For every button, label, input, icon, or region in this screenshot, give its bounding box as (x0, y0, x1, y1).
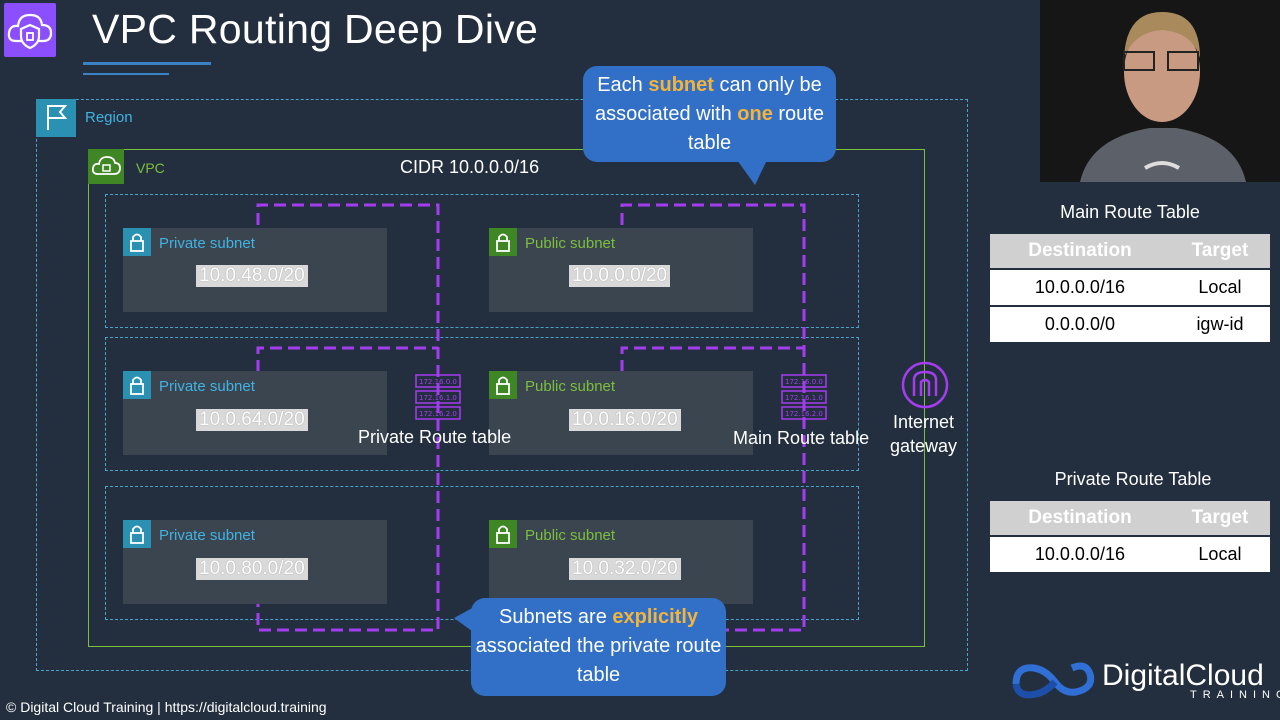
main-route-table-icon: 172.16.0.0 172.16.1.0 172.16.2.0 (781, 374, 827, 420)
table-cell: 10.0.0.0/16 (990, 268, 1170, 306)
presenter-video (1040, 0, 1280, 182)
page-title: VPC Routing Deep Dive (92, 6, 539, 52)
vpc-cloud-icon (88, 149, 124, 184)
column-header: Target (1169, 234, 1270, 269)
vpc-security-logo (4, 3, 56, 57)
subnet-label: Public subnet (525, 235, 616, 252)
table-header-row: Destination Target (990, 234, 1270, 269)
column-header: Destination (990, 501, 1170, 536)
subnet-cidr: 10.0.0.0/20 (569, 265, 671, 287)
route-entry: 172.16.0.0 (419, 378, 457, 386)
subnet-cidr: 10.0.32.0/20 (569, 558, 681, 580)
title-underline-short (83, 73, 169, 75)
table-row: 10.0.0.0/16 Local (990, 535, 1270, 572)
lock-icon (489, 228, 517, 256)
route-entry: 172.16.2.0 (785, 410, 823, 418)
lock-icon (123, 228, 151, 256)
main-route-table: Destination Target 10.0.0.0/16 Local 0.0… (990, 234, 1270, 342)
vpc-label: VPC (136, 160, 165, 176)
table-header-row: Destination Target (990, 501, 1270, 536)
subnet-cidr: 10.0.64.0/20 (196, 409, 308, 431)
subnet-label: Public subnet (525, 527, 616, 544)
subnet-label: Public subnet (525, 378, 616, 395)
route-entry: 172.16.2.0 (419, 410, 457, 418)
title-underline (83, 62, 211, 65)
table-cell: 10.0.0.0/16 (990, 535, 1170, 572)
subnet-label: Private subnet (159, 527, 255, 544)
private-route-table-icon: 172.16.0.0 172.16.1.0 172.16.2.0 (415, 374, 461, 420)
region-label: Region (85, 109, 133, 126)
private-route-path (256, 203, 440, 632)
route-entry: 172.16.1.0 (419, 394, 457, 402)
cloud-shield-icon (7, 13, 53, 50)
az-row-2 (105, 337, 859, 471)
callout-explicit-association: Subnets are explicitly associated the pr… (471, 598, 726, 696)
table-row: 0.0.0.0/0 igw-id (990, 305, 1270, 342)
table-cell: Local (1169, 535, 1270, 572)
main-route-table-title: Main Route Table (1060, 202, 1200, 222)
lock-icon (489, 371, 517, 399)
table-cell: Local (1169, 268, 1270, 306)
subnet-label: Private subnet (159, 378, 255, 395)
lock-icon (489, 520, 517, 548)
private-route-table: Destination Target 10.0.0.0/16 Local (990, 501, 1270, 572)
lock-icon (123, 371, 151, 399)
lock-icon (123, 520, 151, 548)
brand-subtitle: TRAINING (1190, 689, 1280, 701)
route-entry: 172.16.1.0 (785, 394, 823, 402)
route-entry: 172.16.0.0 (785, 378, 823, 386)
private-route-table-title: Private Route Table (1054, 469, 1212, 489)
igw-label-line1: Internet (893, 412, 955, 432)
main-route-branch (620, 346, 804, 372)
column-header: Destination (990, 234, 1170, 269)
subnet-cidr: 10.0.48.0/20 (196, 265, 308, 287)
subnet-cidr: 10.0.80.0/20 (196, 558, 308, 580)
column-header: Target (1169, 501, 1270, 536)
footer-credit: © Digital Cloud Training | https://digit… (6, 699, 327, 715)
table-row: 10.0.0.0/16 Local (990, 268, 1270, 306)
table-cell: igw-id (1169, 305, 1270, 342)
brand-name: DigitalCloud (1102, 659, 1264, 692)
digitalcloud-logo-icon (1012, 662, 1095, 699)
igw-label-line2: gateway (890, 436, 958, 456)
main-route-table-label: Main Route table (733, 428, 870, 448)
vpc-cidr: CIDR 10.0.0.0/16 (400, 157, 540, 177)
subnet-cidr: 10.0.16.0/20 (569, 409, 681, 431)
internet-gateway-icon (901, 361, 949, 409)
private-route-table-label: Private Route table (358, 427, 512, 447)
subnet-label: Private subnet (159, 235, 255, 252)
private-route-branch (256, 346, 438, 372)
region-flag-icon (36, 99, 76, 137)
callout-one-route-table: Each subnet can only be associated with … (583, 66, 836, 162)
callout-pointer (737, 160, 767, 185)
callout-pointer (454, 606, 476, 634)
table-cell: 0.0.0.0/0 (990, 305, 1170, 342)
az-row-1 (105, 194, 859, 328)
